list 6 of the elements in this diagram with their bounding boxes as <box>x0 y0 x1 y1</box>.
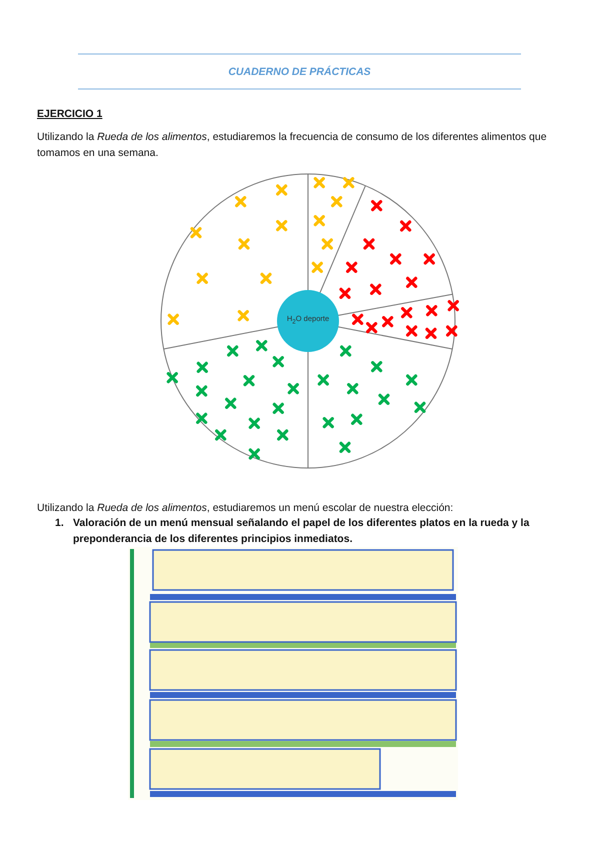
exercise-heading: EJERCICIO 1 <box>37 107 104 122</box>
page-header: CUADERNO DE PRÁCTICAS <box>227 64 372 80</box>
list-item-text: Valoración de un menú mensual señalando el papel de los diferentes platos en la rueda y la preponderancia de los diferentes principios inmediatos. <box>73 516 530 547</box>
intro-paragraph: Utilizando la Rueda de los alimentos, estudiaremos un menú escolar de nuestra elección: <box>37 501 454 516</box>
list-number: 1. <box>55 516 65 531</box>
intro-paragraph: Utilizando la Rueda de los alimentos, estudiaremos la frecuencia de consumo de los diferentes alimentos que tomamos en una semana. <box>37 130 548 161</box>
